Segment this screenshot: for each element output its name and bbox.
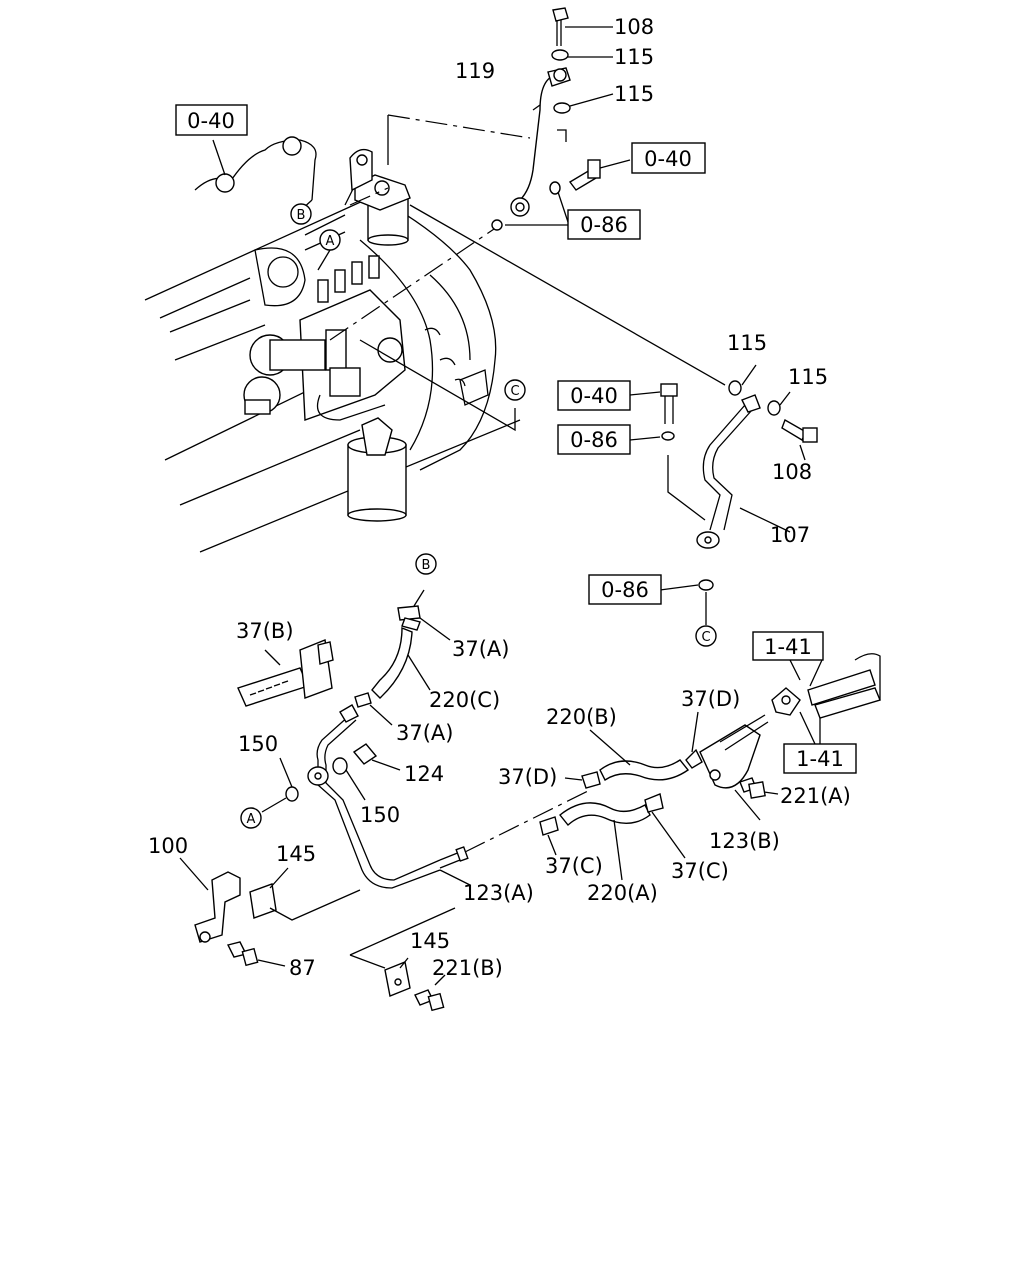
leader-lines-top: [317, 114, 726, 432]
svg-text:A: A: [247, 812, 256, 827]
label-221b: 221(B): [432, 956, 503, 980]
ref-box-1-41-upper[interactable]: 1-41: [752, 631, 824, 661]
label-37a-lower: 37(A): [396, 721, 453, 745]
svg-text:0-40: 0-40: [644, 147, 692, 171]
label-37c-left: 37(C): [545, 854, 603, 878]
label-123b: 123(B): [709, 829, 780, 853]
pipe-119: [510, 67, 571, 217]
banjo-bolt-108-top: [551, 7, 614, 142]
pipe-107: [696, 364, 818, 549]
label-123a: 123(A): [463, 881, 534, 905]
label-119: 119: [455, 59, 495, 83]
label-150-right: 150: [360, 803, 400, 827]
label-115-top-2: 115: [614, 82, 654, 106]
marker-a-top: A: [319, 229, 341, 251]
label-220c: 220(C): [429, 688, 500, 712]
label-37c-right: 37(C): [671, 859, 729, 883]
svg-text:0-86: 0-86: [580, 213, 628, 237]
marker-a-washer: A: [240, 807, 262, 829]
marker-b-top: B: [290, 203, 312, 225]
label-115-mid-2: 115: [788, 365, 828, 389]
ref-box-1-41-lower[interactable]: 1-41: [783, 743, 857, 774]
svg-text:A: A: [326, 234, 335, 249]
clip-145-upper: [249, 867, 361, 921]
svg-text:B: B: [297, 208, 306, 223]
bracket-123b: [699, 714, 779, 821]
ref-box-0-40-top-right[interactable]: 0-40: [631, 142, 706, 174]
label-108-top: 108: [614, 15, 654, 39]
pipe-123a: [307, 704, 591, 889]
hose-220c: [354, 589, 451, 726]
ref-box-0-86-mid[interactable]: 0-86: [557, 424, 631, 455]
marker-c-pipe: C: [695, 625, 717, 647]
ref-box-0-40-left[interactable]: 0-40: [175, 104, 248, 136]
hose-220a: [539, 793, 686, 881]
clip-145-lower: [349, 907, 456, 1012]
clip-37b: [237, 639, 334, 707]
marker-b-hose: B: [415, 553, 437, 575]
label-107: 107: [770, 523, 810, 547]
pipes-1-41: [771, 653, 881, 745]
label-145-lower: 145: [410, 929, 450, 953]
label-37d-upper: 37(D): [681, 687, 740, 711]
washers-150-124: [261, 743, 401, 813]
bolt-and-washers-mid: [629, 383, 714, 625]
label-115-mid-1: 115: [727, 331, 767, 355]
hose-220b: [564, 711, 703, 789]
fuel-filter-lower: [347, 417, 407, 522]
svg-text:0-40: 0-40: [187, 109, 235, 133]
svg-text:0-86: 0-86: [570, 428, 618, 452]
injection-pump: [243, 255, 406, 421]
label-220b: 220(B): [546, 705, 617, 729]
svg-text:1-41: 1-41: [796, 747, 844, 771]
bolt-0-40: [491, 159, 631, 231]
label-37d-lower: 37(D): [498, 765, 557, 789]
svg-text:C: C: [701, 630, 710, 645]
label-108-mid: 108: [772, 460, 812, 484]
ref-box-0-86-top[interactable]: 0-86: [567, 209, 641, 240]
bracket-100: [179, 857, 286, 967]
svg-text:0-40: 0-40: [570, 384, 618, 408]
svg-text:1-41: 1-41: [764, 635, 812, 659]
ref-box-0-86-lower[interactable]: 0-86: [588, 574, 662, 605]
label-145-upper: 145: [276, 842, 316, 866]
label-115-top-1: 115: [614, 45, 654, 69]
svg-text:B: B: [422, 558, 431, 573]
label-221a: 221(A): [780, 784, 851, 808]
label-100: 100: [148, 834, 188, 858]
label-37b: 37(B): [236, 619, 294, 643]
label-37a-upper: 37(A): [452, 637, 509, 661]
wiring-harness: [194, 136, 317, 211]
label-87: 87: [289, 956, 316, 980]
label-220a: 220(A): [587, 881, 658, 905]
label-124: 124: [404, 762, 444, 786]
svg-text:C: C: [510, 384, 519, 399]
label-150-left: 150: [238, 732, 278, 756]
ref-box-0-40-mid[interactable]: 0-40: [557, 380, 631, 411]
marker-c-pump: C: [504, 379, 526, 401]
svg-text:0-86: 0-86: [601, 578, 649, 602]
fuel-filter-upper: [349, 148, 411, 246]
